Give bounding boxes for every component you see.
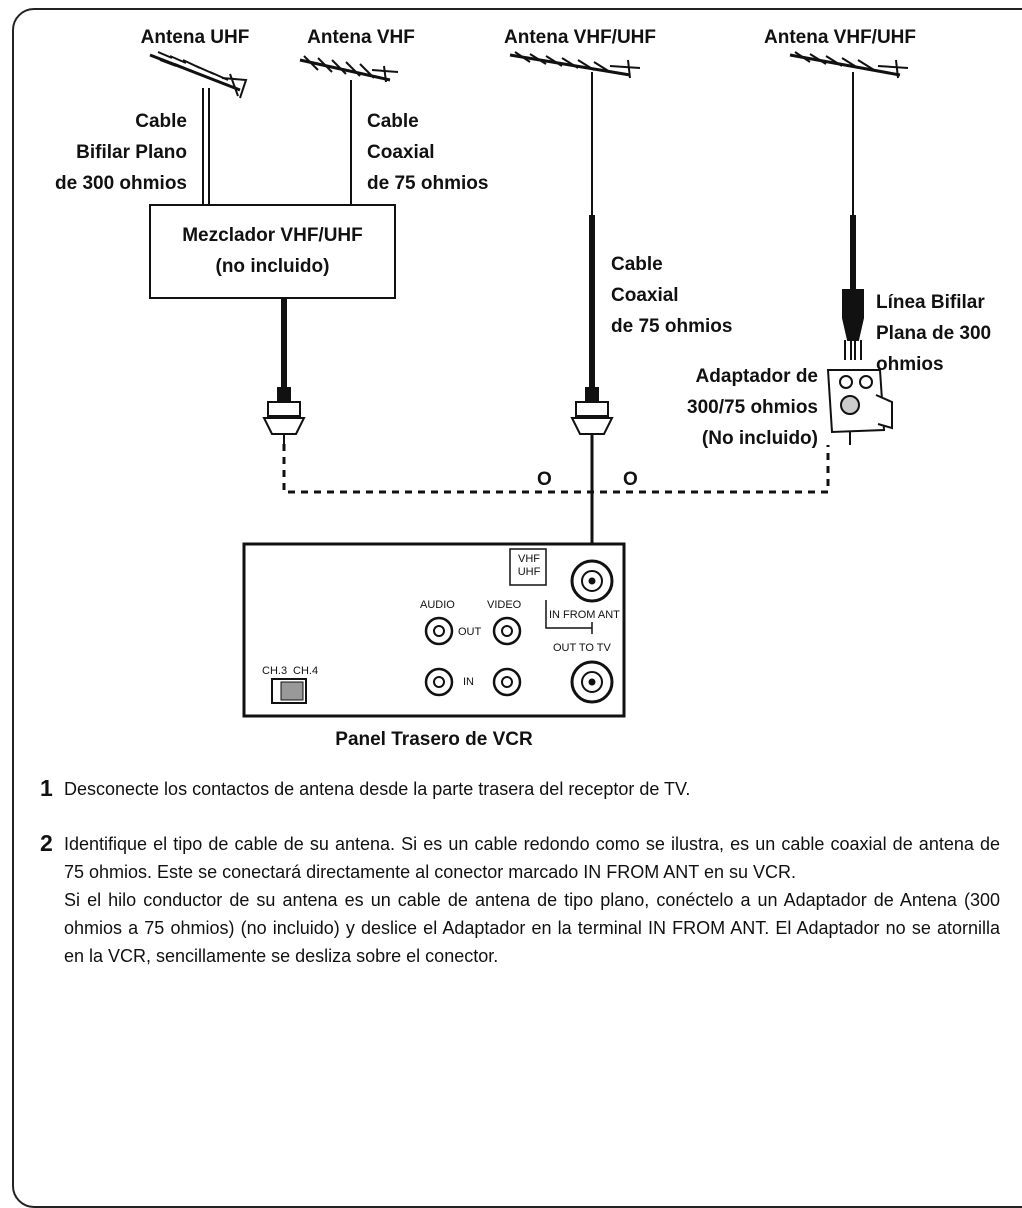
out-label: OUT [458, 626, 482, 638]
vhf-uhf-antenna-icon [789, 51, 909, 360]
step-number: 1 [40, 775, 53, 801]
step-text: Desconecte los contactos de antena desde… [64, 779, 691, 799]
audio-label: AUDIO [420, 599, 455, 611]
video-in-jack [492, 667, 522, 697]
f-connector-icon [262, 387, 306, 444]
step-number: 2 [40, 830, 53, 856]
adapter-label: Adaptador de 300/75 ohmios (No incluido) [687, 366, 818, 449]
out-to-tv-label: OUT TO TV [553, 642, 611, 654]
or-label: O [537, 469, 552, 490]
coax-cable-label: Cable Coaxial de 75 ohmios [367, 111, 489, 194]
out-to-tv-jack [570, 660, 614, 704]
step-1: 1 Desconecte los contactos de antena des… [40, 775, 1000, 803]
dashed-connection [282, 444, 830, 494]
uhf-antenna-icon [149, 51, 248, 205]
coax-cable-label: Cable Coaxial de 75 ohmios [611, 254, 733, 337]
mixer-box [149, 204, 396, 299]
or-label: O [623, 469, 638, 490]
audio-in-jack [424, 667, 454, 697]
connection-diagram [149, 51, 909, 718]
in-from-ant-jack [570, 559, 614, 603]
video-out-jack [492, 616, 522, 646]
twin-lead-label: Línea Bifilar Plana de 300 ohmios [876, 292, 992, 375]
vhf-uhf-box-label: VHF UHF [517, 553, 541, 578]
antenna-uhf-label: Antena UHF [140, 27, 250, 48]
antenna-vhf-uhf-label: Antena VHF/UHF [764, 27, 916, 48]
in-label: IN [463, 676, 474, 688]
mixer-label: Mezclador VHF/UHF (no incluido) [182, 225, 363, 277]
step-text-continued: Si el hilo conductor de su antena es un … [64, 890, 1000, 966]
vhf-uhf-antenna-icon [509, 51, 641, 390]
video-label: VIDEO [487, 599, 522, 611]
step-2: 2 Identifique el tipo de cable de su ant… [40, 830, 1000, 970]
step-text: Identifique el tipo de cable de su anten… [64, 834, 1000, 882]
antenna-vhf-label: Antena VHF [307, 27, 415, 48]
vhf-antenna-icon [299, 55, 399, 205]
channel-switch [271, 678, 307, 704]
in-from-ant-label: IN FROM ANT [549, 609, 620, 621]
flat-cable-label: Cable Bifilar Plano de 300 ohmios [55, 111, 187, 194]
f-connector-icon [570, 387, 614, 435]
vhf-uhf-box [509, 548, 547, 586]
ch4-label: CH.4 [293, 665, 319, 677]
vcr-panel-caption: Panel Trasero de VCR [335, 729, 533, 750]
adapter-icon [826, 369, 893, 445]
antenna-vhf-uhf-label: Antena VHF/UHF [504, 27, 656, 48]
audio-out-jack [424, 616, 454, 646]
ch3-label: CH.3 [262, 665, 288, 677]
